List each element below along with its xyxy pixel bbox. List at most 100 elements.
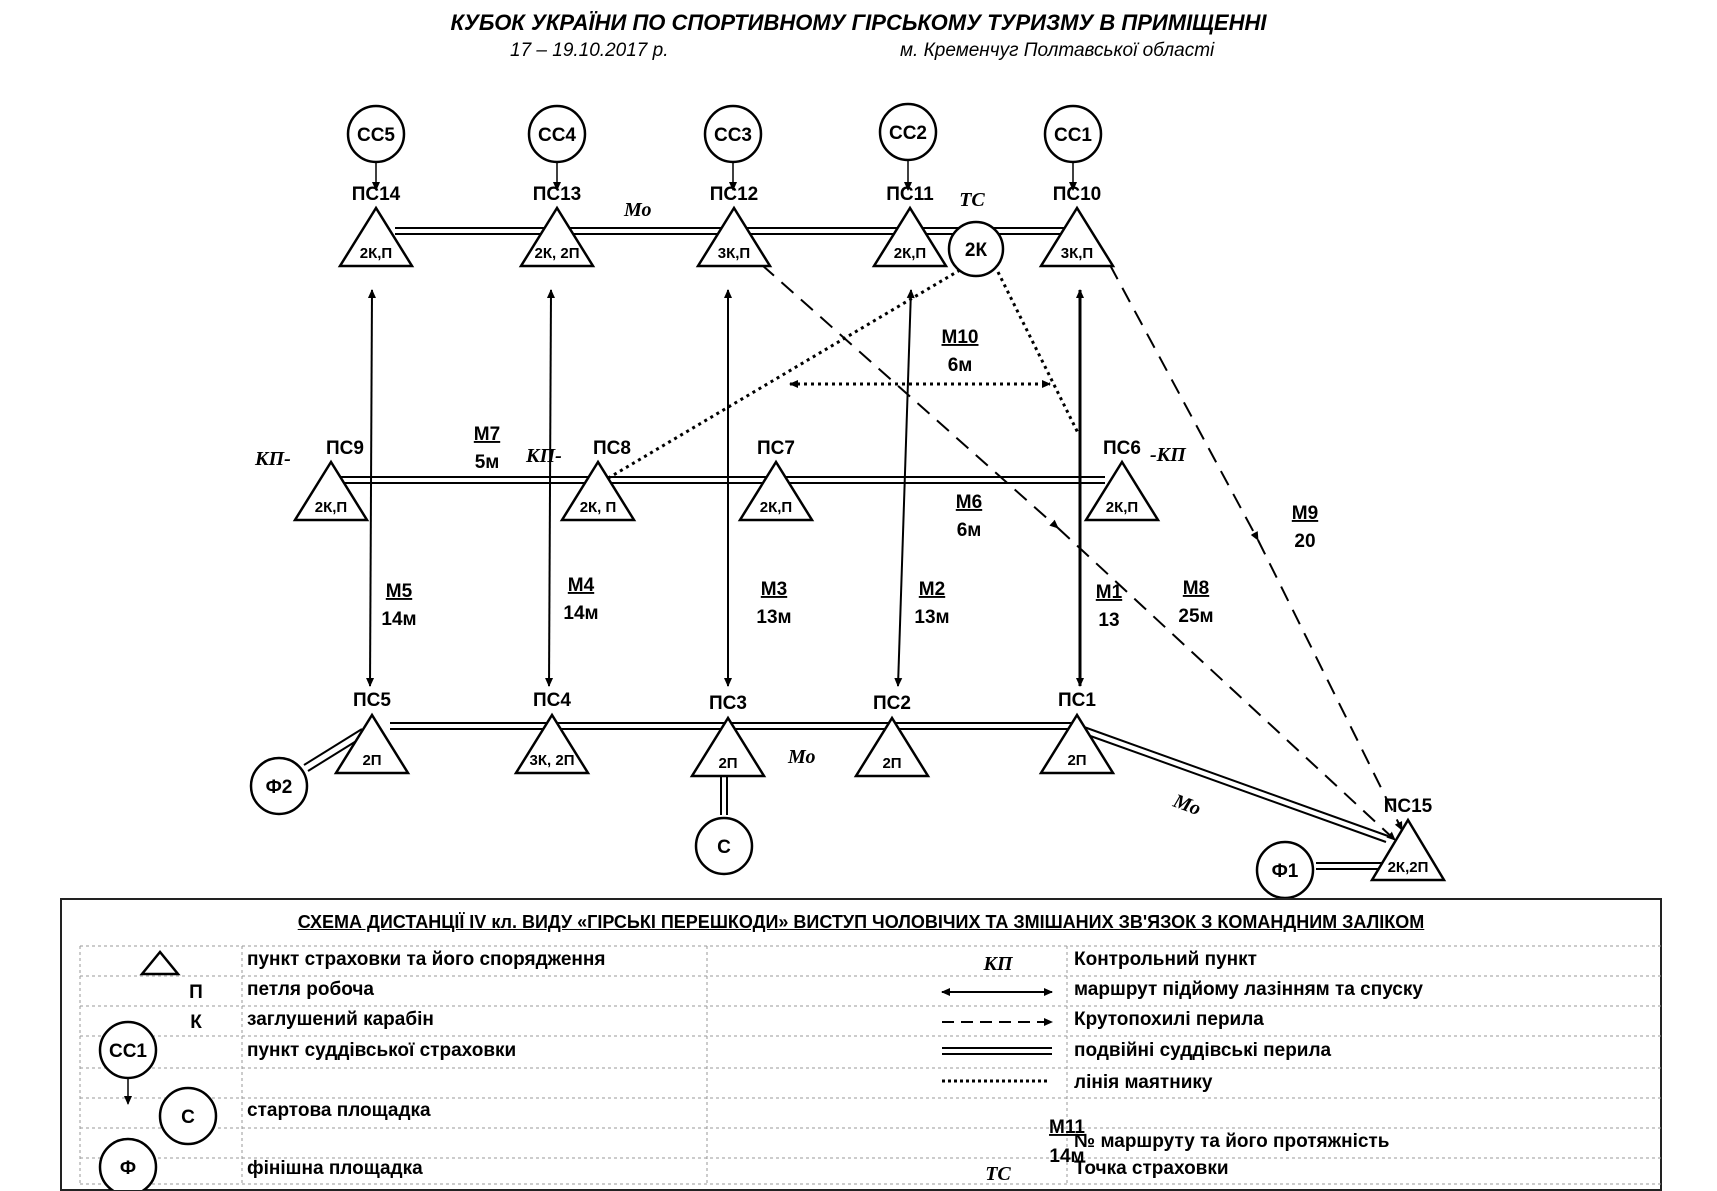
- legend-text-steep: Крутопохилі перила: [1074, 1009, 1264, 1030]
- judge-label: СС1: [1054, 125, 1092, 146]
- start-label: С: [717, 837, 731, 858]
- triangle-icon: [292, 459, 370, 522]
- legend-text-route: № маршруту та його протяжність: [1074, 1131, 1390, 1152]
- route-length: 14м: [563, 603, 598, 624]
- triangle-icon: [1369, 817, 1447, 882]
- gear-label: 2К,2П: [1388, 859, 1429, 876]
- finish-2: Ф2: [249, 756, 309, 816]
- legend-carabiner-symbol: К: [190, 1012, 202, 1033]
- legend-text-start: стартова площадка: [247, 1100, 431, 1121]
- point-name: ПС15: [1384, 796, 1433, 817]
- belay-point-top-0: 2К,П ПС14: [337, 184, 415, 268]
- triangle-icon: [513, 712, 591, 775]
- route-id: М10: [942, 327, 979, 348]
- legend-kp-symbol: КП: [982, 953, 1014, 975]
- triangle-icon: [1038, 712, 1116, 775]
- legend-judge-symbol: СС1: [109, 1041, 147, 1062]
- judge-point-сс4: СС4: [527, 104, 587, 164]
- point-name: ПС7: [757, 438, 795, 459]
- legend-finish-symbol: Ф: [120, 1158, 136, 1179]
- legend-text-kp: Контрольний пункт: [1074, 949, 1257, 970]
- route-length: 13: [1098, 610, 1119, 631]
- judge-connectors: [372, 160, 1077, 191]
- legend-text-ts: Точка страховки: [1074, 1158, 1229, 1179]
- gear-label: 2К, П: [580, 499, 617, 516]
- route-length: 5м: [475, 452, 500, 473]
- legend-text-pendulum: лінія маятнику: [1074, 1072, 1213, 1093]
- finish-1: Ф1: [1255, 840, 1315, 900]
- legend-text-finish: фінішна площадка: [247, 1158, 423, 1179]
- point-name: ПС3: [709, 693, 747, 714]
- point-name: ПС10: [1053, 184, 1102, 205]
- belay-point-bottom-1: 3К, 2П ПС4: [513, 690, 591, 775]
- kp-prefix-ps8: КП-: [525, 445, 562, 467]
- judge-point-сс3: СС3: [703, 104, 763, 164]
- legend-title: СХЕМА ДИСТАНЦІЇ IV кл. ВИДУ «ГІРСЬКІ ПЕР…: [297, 912, 1425, 932]
- route-length: 14м: [381, 609, 416, 630]
- route-id: М8: [1183, 578, 1209, 599]
- triangle-icon: [337, 205, 415, 268]
- gear-label: 2К,П: [360, 245, 392, 262]
- route-length: 6м: [948, 355, 973, 376]
- belay-point-bottom-2: 2П ПС3: [689, 693, 767, 778]
- gear-label: 3К,П: [1061, 245, 1093, 262]
- route-length: 25м: [1178, 606, 1213, 627]
- triangle-icon: [333, 712, 411, 775]
- triangle-icon: [518, 205, 596, 268]
- route-length: 13м: [756, 607, 791, 628]
- triangle-icon: [695, 205, 773, 268]
- legend-text-double: подвійні суддівські перила: [1074, 1040, 1332, 1061]
- legend-loop-symbol: П: [189, 982, 203, 1003]
- route-id: М3: [761, 579, 787, 600]
- legend-text-loop: петля робоча: [247, 979, 374, 1000]
- legend-text-judge: пункт суддівської страховки: [247, 1040, 517, 1061]
- point-name: ПС5: [353, 690, 391, 711]
- route-id: М4: [568, 575, 595, 596]
- point-name: ПС8: [593, 438, 631, 459]
- legend-text-climb: маршрут підйому лазінням та спуску: [1074, 979, 1423, 1000]
- safety-point-label: ТС: [959, 189, 985, 211]
- climb-routes: [366, 289, 1084, 687]
- gear-label: 2К,П: [894, 245, 926, 262]
- gear-label: 2П: [718, 755, 737, 772]
- legend-text-carabiner: заглушений карабін: [247, 1009, 434, 1030]
- mo-label-diagonal: Мо: [1169, 790, 1203, 820]
- legend-route-symbol: М11: [1049, 1117, 1085, 1138]
- kp-prefix-ps9: КП-: [254, 448, 291, 470]
- route-length: 20: [1294, 531, 1315, 552]
- legend-text-point: пункт страховки та його спорядження: [247, 949, 606, 970]
- gear-label: 3К, 2П: [530, 752, 575, 769]
- mo-label-bottom: Мо: [787, 746, 816, 768]
- point-name: ПС6: [1103, 438, 1141, 459]
- route-id: М1: [1096, 582, 1123, 603]
- triangle-icon: [559, 459, 637, 522]
- legend: СХЕМА ДИСТАНЦІЇ IV кл. ВИДУ «ГІРСЬКІ ПЕР…: [60, 898, 1662, 1191]
- legend-route-length: 14м: [1049, 1146, 1084, 1167]
- mo-label-top: Мо: [623, 199, 652, 221]
- legend-finish-circle-icon: [98, 1137, 158, 1190]
- triangle-icon: [737, 459, 815, 522]
- point-name: ПС4: [533, 690, 571, 711]
- route-length: 6м: [957, 520, 982, 541]
- judge-label: СС5: [357, 125, 395, 146]
- judge-point-сс1: СС1: [1043, 104, 1103, 164]
- point-name: ПС14: [352, 184, 401, 205]
- triangle-icon: [1038, 205, 1116, 268]
- pendulum-lines: [604, 268, 1080, 482]
- point-name: ПС9: [326, 438, 364, 459]
- triangle-icon: [689, 715, 767, 778]
